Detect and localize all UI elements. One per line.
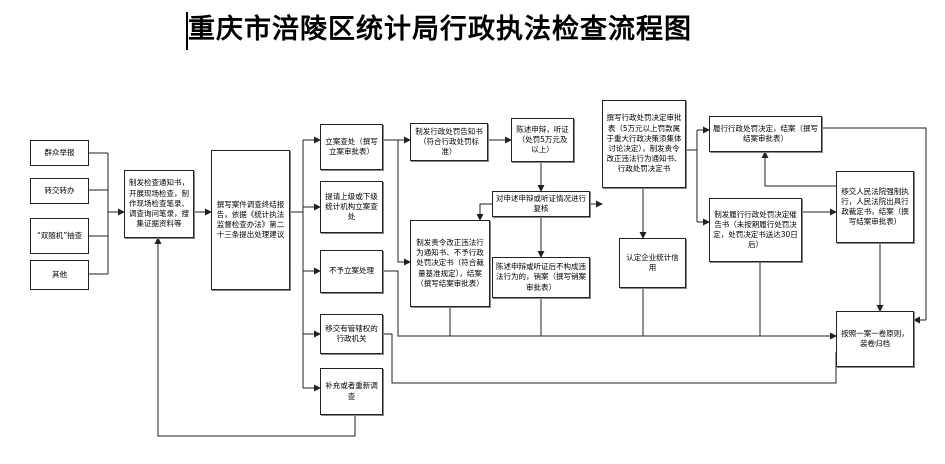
node-public-report: 群众举报: [30, 140, 89, 166]
node-supplement: 补充或者重新调查: [320, 368, 383, 415]
node-other: 其他: [30, 260, 89, 290]
node-write-report: 撰写案件调查终结报告，依据《统计执法监督检查办法》第二十三条提出处理建议: [211, 150, 290, 290]
edge-review-correction: [476, 203, 492, 221]
node-court-enforce-text: 移交人民法院强制执行，人民法院出具行政裁定书，结案（撰写结案审批表）: [841, 186, 909, 227]
node-credit: 认定企业统计信用: [619, 238, 686, 288]
node-file-case-text: 立案查处（撰写立案审批表）: [325, 136, 378, 156]
node-supplement-text: 补充或者重新调查: [325, 381, 378, 401]
node-transfer-authority-text: 移交有管辖权的行政机关: [325, 323, 378, 343]
edge-no-case-archive: [383, 270, 450, 337]
node-request-superior: 提请上级或下级统计机构立案查处: [320, 181, 383, 233]
text-cursor: [186, 12, 188, 50]
node-write-report-text: 撰写案件调查终结报告，依据《统计执法监督检查办法》第二十三条提出处理建议: [216, 199, 285, 240]
node-issue-pre-notice: 制发行政处罚告知书（符合行政处罚标准）: [410, 123, 488, 161]
node-review-defense: 对申述申辩或听证情况进行复核: [492, 191, 590, 217]
node-correction-order: 制发责令改正违法行为通知书、不予行政处罚决定书（符合裁量基准规定），结案（撰写结…: [410, 220, 490, 307]
node-penalty-decision: 撰写行政处罚决定审批表（5万元以上罚款属于重大行政决策须集体讨论决定），制发责令…: [602, 100, 686, 188]
node-issue-pre-notice-text: 制发行政处罚告知书（符合行政处罚标准）: [415, 126, 483, 157]
node-fulfill-close-text: 履行行政处罚决定，结案（撰写结案审批表）: [713, 123, 818, 143]
node-credit-text: 认定企业统计信用: [626, 252, 679, 272]
node-urge-notice: 制发履行行政处罚决定催告书（未按期履行处罚决定，处罚决定书送达30日后）: [709, 198, 802, 262]
node-no-case-text: 不予立案处理: [329, 266, 374, 276]
edge-fulfill-archive: [822, 127, 927, 320]
node-statement-defense-text: 陈述申辩，听证（处罚5万元及以上）: [516, 124, 569, 155]
node-file-case: 立案查处（撰写立案审批表）: [320, 124, 383, 170]
node-transfer-text: 转交转办: [44, 185, 75, 195]
node-urge-notice-text: 制发履行行政处罚决定催告书（未按期履行处罚决定，处罚决定书送达30日后）: [713, 209, 798, 250]
node-public-report-text: 群众举报: [44, 147, 75, 157]
node-other-text: 其他: [52, 269, 67, 279]
node-double-random: “双随机”抽查: [30, 218, 89, 254]
node-penalty-decision-text: 撰写行政处罚决定审批表（5万元以上罚款属于重大行政决策须集体讨论决定），制发责令…: [606, 113, 682, 174]
node-no-violation-text: 陈述申辩或听证后不构成违法行为的，销案（撰写销案审批表）: [496, 262, 586, 292]
node-review-defense-text: 对申述申辩或听证情况进行复核: [496, 193, 586, 213]
node-no-case: 不予立案处理: [320, 250, 383, 293]
node-archive: 按照一案一卷原则，装卷归档: [836, 311, 914, 367]
node-transfer: 转交转办: [30, 178, 89, 204]
node-transfer-authority: 移交有管辖权的行政机关: [320, 314, 383, 354]
node-correction-order-text: 制发责令改正违法行为通知书、不予行政处罚决定书（符合裁量基准规定），结案（撰写结…: [416, 237, 484, 288]
node-archive-text: 按照一案一卷原则，装卷归档: [841, 328, 909, 348]
node-fulfill-close: 履行行政处罚决定，结案（撰写结案审批表）: [709, 116, 822, 152]
node-no-violation: 陈述申辩或听证后不构成违法行为的，销案（撰写销案审批表）: [492, 257, 590, 298]
edge-supplement-loop: [154, 237, 356, 437]
node-issue-notice: 制发检查通知书，开展现场检查，制作现场检查笔录、调查询问笔录，搜集证据资料等: [124, 170, 194, 238]
edge-court-fulfill: [761, 151, 836, 187]
node-request-superior-text: 提请上级或下级统计机构立案查处: [325, 191, 378, 222]
edge-transfer-archive: [383, 333, 837, 384]
page-title: 重庆市涪陵区统计局行政执法检查流程图: [188, 14, 692, 45]
node-double-random-text: “双随机”抽查: [36, 230, 83, 240]
edge-file-correction: [397, 140, 411, 266]
node-statement-defense: 陈述申辩，听证（处罚5万元及以上）: [511, 118, 574, 162]
node-court-enforce: 移交人民法院强制执行，人民法院出具行政裁定书，结案（撰写结案审批表）: [836, 171, 914, 243]
node-issue-notice-text: 制发检查通知书，开展现场检查，制作现场检查笔录、调查询问笔录，搜集证据资料等: [129, 178, 189, 229]
